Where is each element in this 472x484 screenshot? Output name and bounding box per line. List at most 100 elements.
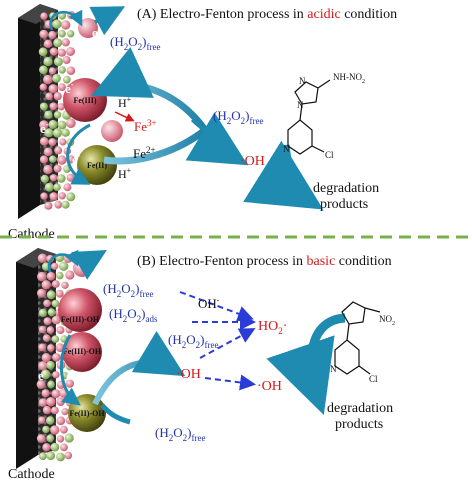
no2-label-a: NH-NO2 — [333, 72, 365, 85]
nanoparticle — [43, 299, 51, 308]
h2o2-feed-arrow-b — [100, 403, 131, 425]
nanoparticle — [57, 155, 67, 165]
nanoparticle — [61, 38, 70, 47]
nanoparticle — [38, 416, 46, 424]
fe3-oh-sphere-b — [58, 288, 102, 332]
mid-particle-a — [101, 120, 123, 142]
nanoparticle — [46, 271, 56, 281]
nanoparticle — [54, 146, 63, 155]
electron-2-b: e- — [38, 367, 47, 383]
fe2-ion-a: Fe2+ — [133, 145, 156, 161]
nanoparticle — [39, 136, 49, 146]
nanoparticle — [42, 443, 51, 452]
fe2-sphere-label-a: Fe(II) — [87, 161, 107, 170]
nanoparticle — [57, 48, 66, 57]
nanoparticle — [50, 425, 60, 435]
nanoparticle — [37, 288, 46, 298]
nanoparticle — [51, 280, 60, 288]
nanoparticle — [51, 299, 60, 308]
nanoparticle — [61, 200, 70, 209]
h2o2-release-arrow-a — [89, 6, 126, 36]
nanoparticle — [51, 406, 59, 415]
h2o2-free-1-b: (H2O2)free — [103, 281, 153, 299]
nanoparticle — [57, 103, 65, 111]
oh-radical-a: ·OH — [240, 154, 265, 169]
nanoparticle — [38, 398, 48, 407]
nanoparticle — [58, 11, 67, 20]
nanoparticle — [41, 280, 51, 290]
o2-cycle-arrow-a — [49, 9, 83, 31]
h2o2-free-2-b: (H2O2)free — [168, 332, 218, 350]
nanoparticle — [58, 66, 66, 74]
n-atom-2-a: N — [297, 100, 304, 110]
nanoparticle — [47, 380, 55, 389]
nanoparticle — [58, 29, 66, 38]
nanoparticle — [50, 442, 60, 452]
fe3-ion-a: Fe3+ — [134, 118, 157, 134]
panel-a-title: (A) Electro-Fenton process in acidic con… — [137, 7, 397, 22]
nanoparticle — [55, 289, 64, 298]
nanoparticle — [46, 416, 55, 425]
nanoparticle — [58, 192, 66, 200]
nanoparticle — [51, 335, 60, 343]
electron-2-a: e- — [65, 80, 74, 96]
h-plus-bottom-a: H+ — [118, 166, 132, 181]
nanoparticle — [43, 317, 52, 326]
nanoparticle — [66, 47, 75, 56]
nanoparticle — [53, 38, 63, 48]
electron-1-b: e- — [84, 263, 92, 279]
nanoparticle — [39, 83, 47, 91]
nanoparticle — [60, 20, 71, 30]
nanoparticle — [39, 65, 48, 75]
nanoparticle — [52, 128, 63, 138]
h2o2-free-3-b: (H2O2)free — [155, 425, 205, 443]
nanoparticle — [41, 389, 50, 398]
nanoparticle — [44, 201, 53, 210]
nanoparticle — [57, 120, 67, 130]
nanoparticle — [47, 344, 55, 352]
nanoparticle — [38, 361, 48, 371]
oh-radical-2-b: ·OH — [257, 379, 282, 394]
electron-3-b: e- — [66, 367, 75, 383]
nanoparticle — [53, 183, 61, 191]
nanoparticle — [52, 19, 62, 29]
h2o2-release-arrow-b — [71, 250, 107, 280]
nanoparticle — [66, 118, 76, 128]
nanoparticle — [39, 452, 47, 461]
dashed-arrow-4-b — [204, 374, 256, 391]
h2o2-ads-b: (H2O2)ads — [109, 306, 158, 324]
nanoparticle — [39, 29, 49, 39]
nanoparticle — [59, 261, 69, 271]
oh-generation-arrow-b — [92, 330, 186, 406]
cathode-label-a: Cathode — [8, 227, 55, 242]
degradation-label-b: degradation — [327, 401, 393, 416]
nanoparticle — [43, 147, 53, 157]
nanoparticle — [46, 290, 56, 300]
nanoparticle — [53, 57, 63, 67]
nanoparticle — [37, 271, 47, 282]
nanoparticle — [43, 74, 53, 85]
nanoparticle — [56, 416, 66, 426]
h2o2-free-top-a: (H2O2)free — [110, 34, 160, 52]
nanoparticle — [56, 271, 64, 280]
nanoparticle — [48, 30, 57, 40]
nanoparticle — [48, 84, 58, 94]
nanoparticle — [65, 270, 75, 280]
nanoparticle — [56, 452, 65, 462]
dashed-arrow-1-b — [179, 291, 254, 322]
nanoparticle — [66, 173, 75, 182]
panel-b-title: (B) Electro-Fenton process in basic cond… — [137, 254, 392, 269]
cl-atom-a: Cl — [325, 150, 334, 160]
nanoparticle — [57, 174, 66, 183]
cathode-label-b: Cathode — [8, 467, 55, 482]
nanoparticle — [67, 30, 75, 38]
nanoparticle — [49, 47, 59, 56]
nanoparticle — [59, 138, 67, 146]
nanoparticle — [46, 397, 56, 407]
nanoparticle — [48, 119, 58, 129]
cl-atom-b: Cl — [369, 374, 378, 384]
nanoparticle — [44, 110, 53, 120]
nanoparticle — [63, 183, 72, 192]
no2-label-b: NO2 — [379, 314, 395, 327]
nanoparticle — [61, 128, 70, 137]
